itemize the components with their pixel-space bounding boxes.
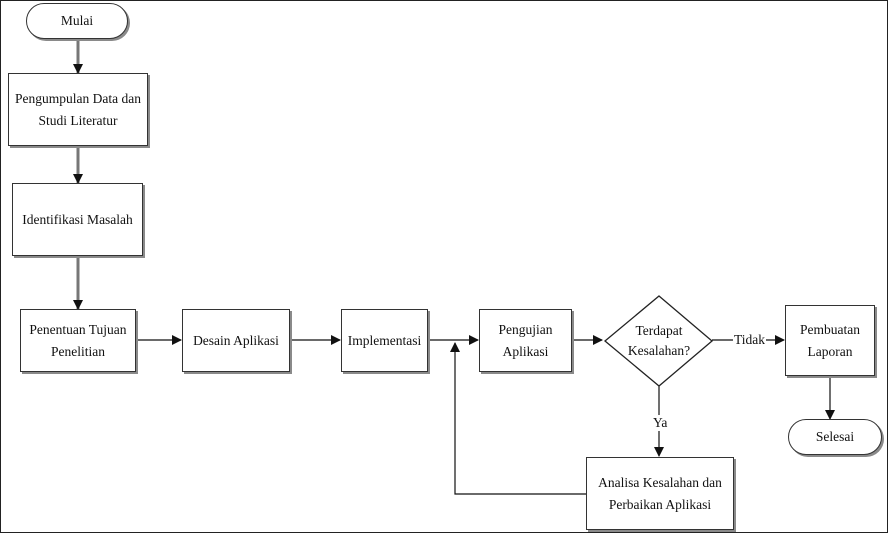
- node-desain: Desain Aplikasi: [182, 309, 290, 372]
- node-pengujian: Pengujian Aplikasi: [479, 309, 572, 372]
- node-analisa: Analisa Kesalahan dan Perbaikan Aplikasi: [586, 457, 734, 530]
- node-implementasi: Implementasi: [341, 309, 428, 372]
- node-mulai: Mulai: [26, 3, 128, 39]
- edge-label-ya: Ya: [652, 415, 669, 431]
- node-identifikasi: Identifikasi Masalah: [12, 183, 143, 256]
- node-pembuatan: Pembuatan Laporan: [785, 305, 875, 376]
- edge-analisa-to-implementasi-loop: [450, 342, 586, 495]
- node-keputusan-label: Terdapat Kesalahan?: [627, 323, 691, 358]
- node-pengumpulan: Pengumpulan Data dan Studi Literatur: [8, 73, 148, 146]
- node-penentuan: Penentuan Tujuan Penelitian: [20, 309, 136, 372]
- node-selesai: Selesai: [788, 419, 882, 455]
- decision-diamond: [603, 295, 714, 387]
- edge-label-tidak: Tidak: [733, 332, 767, 348]
